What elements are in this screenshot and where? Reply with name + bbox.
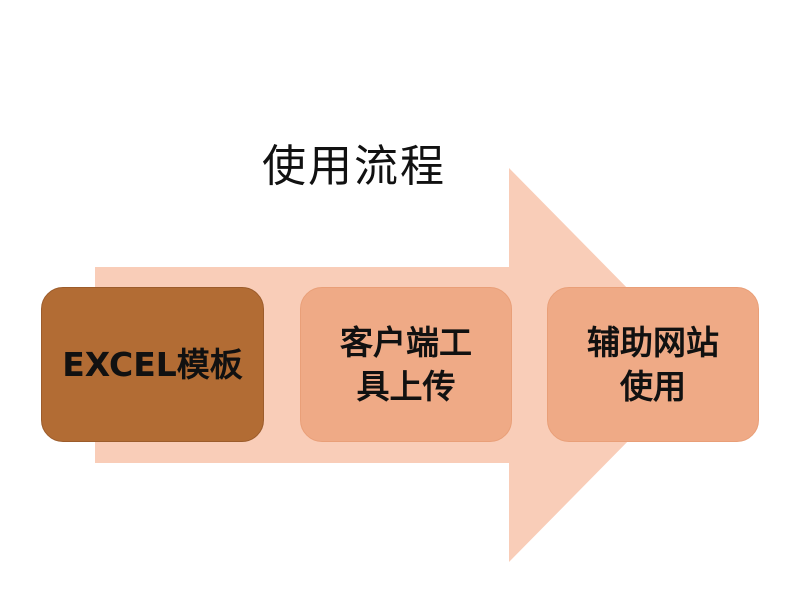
page-title: 使用流程 (262, 141, 446, 192)
step-client-upload: 客户端工具上传 (300, 287, 512, 442)
step-excel-template: EXCEL模板 (41, 287, 264, 442)
step-label: 客户端工具上传 (340, 322, 472, 406)
step-website-usage: 辅助网站使用 (547, 287, 759, 442)
step-label: EXCEL模板 (62, 344, 243, 384)
step-label: 辅助网站使用 (587, 322, 719, 406)
